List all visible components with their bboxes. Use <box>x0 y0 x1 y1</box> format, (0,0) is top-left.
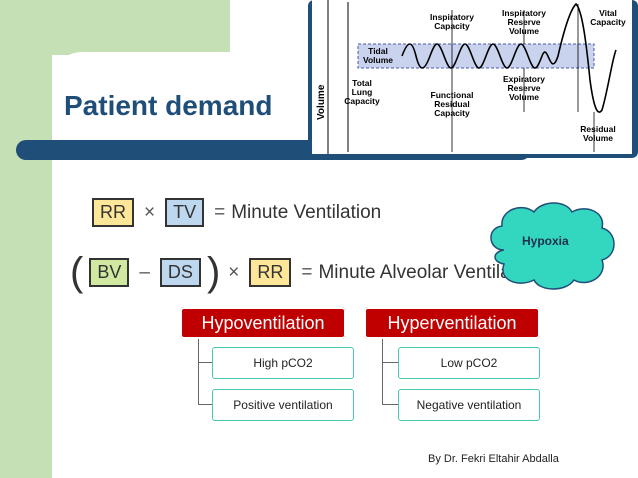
minus-sign: – <box>139 261 150 283</box>
author-credit: By Dr. Fekri Eltahir Abdalla <box>428 453 559 465</box>
ds-box: DS <box>159 258 201 287</box>
cloud-shape <box>490 202 615 290</box>
slide-title: Patient demand <box>64 90 273 121</box>
multiply-sign: × <box>144 201 156 223</box>
spirogram-trace <box>401 2 617 113</box>
alveolar-ventilation-label: Minute Alveolar Ventilation <box>318 261 542 283</box>
equals-sign-2: = <box>301 261 313 283</box>
top-accent-block <box>0 0 230 55</box>
bv-box: BV <box>89 258 130 287</box>
positive-ventilation-node: Positive ventilation <box>212 389 354 421</box>
left-accent-bar <box>0 0 52 478</box>
minute-ventilation-label: Minute Ventilation <box>231 201 382 223</box>
equals-sign: = <box>214 201 226 223</box>
hypoventilation-node: Hypoventilation <box>180 307 346 339</box>
equation-alveolar-ventilation: ( BV – DS ) × RR = Minute Alveolar Venti… <box>68 250 541 295</box>
tv-box: TV <box>165 198 205 227</box>
volume-axis-label: Volume <box>316 84 327 120</box>
hyper-branch-2 <box>382 404 398 405</box>
equation-minute-ventilation: RR × TV = Minute Ventilation <box>88 198 381 227</box>
hyperventilation-node: Hyperventilation <box>364 307 540 339</box>
hypoxia-cloud: Hypoxia <box>482 198 622 294</box>
rr-box-2: RR <box>249 258 292 287</box>
hyper-branch-1 <box>382 362 398 363</box>
open-paren: ( <box>70 250 84 294</box>
hyper-connector <box>382 339 383 405</box>
high-pco2-node: High pCO2 <box>212 347 354 379</box>
hypo-branch-2 <box>198 404 212 405</box>
multiply-sign-2: × <box>228 261 240 283</box>
rr-box: RR <box>92 198 134 227</box>
hypoxia-label: Hypoxia <box>522 234 569 248</box>
low-pco2-node: Low pCO2 <box>398 347 540 379</box>
hypo-branch-1 <box>198 362 212 363</box>
negative-ventilation-node: Negative ventilation <box>398 389 540 421</box>
close-paren: ) <box>206 250 221 294</box>
hypo-connector <box>198 339 199 405</box>
